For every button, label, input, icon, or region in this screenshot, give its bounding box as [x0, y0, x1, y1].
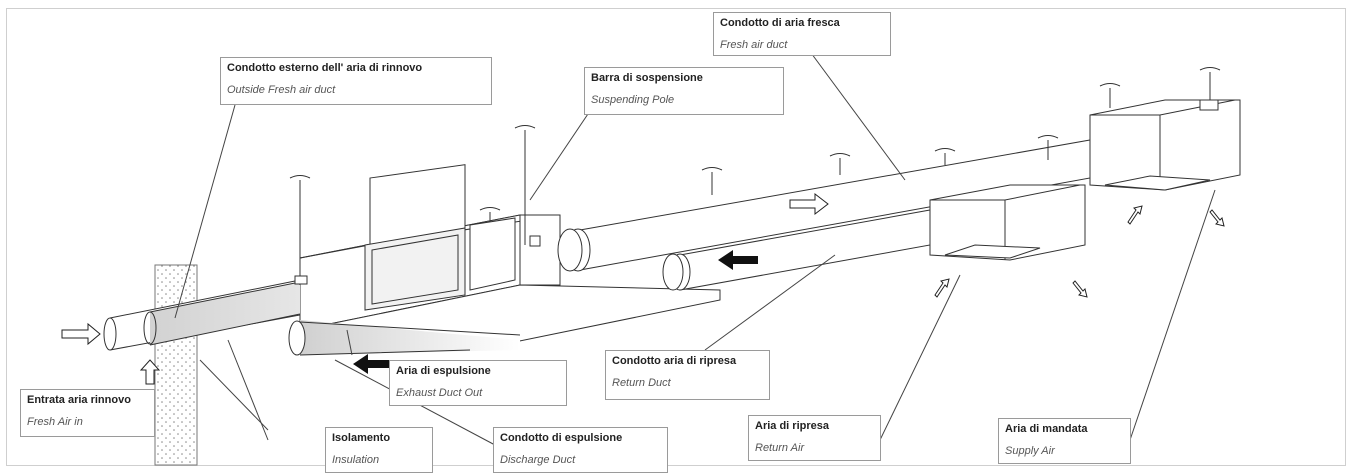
label-it: Entrata aria rinnovo	[27, 394, 131, 406]
label-it: Isolamento	[332, 432, 391, 444]
label-it: Condotto esterno dell' aria di rinnovo	[227, 62, 423, 74]
arrow-return	[718, 250, 758, 270]
discharge-duct	[300, 320, 520, 355]
arrow-fresh-duct	[789, 192, 829, 216]
label-en: Suspending Pole	[591, 94, 675, 106]
arrow-supply-1	[1127, 205, 1143, 225]
airflow-arrows	[61, 192, 1225, 385]
label-en: Outside Fresh air duct	[227, 84, 336, 96]
arrow-fresh-in	[61, 322, 101, 346]
unit-box-side	[519, 214, 561, 286]
label-it: Barra di sospensione	[591, 72, 703, 84]
label-insulation: Isolamento Insulation	[325, 427, 433, 473]
label-exhaust-duct-out: Aria di espulsione Exhaust Duct Out	[389, 360, 567, 406]
wall	[154, 264, 198, 466]
arrow-supply-2	[1209, 209, 1225, 227]
unit-panel-door-inner	[371, 234, 459, 305]
suspension-rods	[289, 67, 1221, 285]
return-grille	[944, 244, 1041, 259]
label-en: Exhaust Duct Out	[396, 387, 483, 399]
label-discharge-duct: Condotto di espulsione Discharge Duct	[493, 427, 668, 473]
label-fresh-air-duct: Condotto di aria fresca Fresh air duct	[713, 12, 891, 56]
arrow-wall-up	[139, 359, 161, 385]
arrow-return-air-2	[1072, 280, 1088, 298]
outside-duct-end	[103, 317, 117, 351]
diagram-frame	[6, 8, 1346, 466]
leader-lines	[174, 37, 1216, 446]
label-en: Supply Air	[1005, 445, 1055, 457]
label-it: Condotto di espulsione	[500, 432, 623, 444]
label-return-air: Aria di ripresa Return Air	[748, 415, 881, 461]
label-it: Condotto aria di ripresa	[612, 355, 737, 367]
label-it: Aria di mandata	[1005, 423, 1088, 435]
label-en: Fresh air duct	[720, 39, 788, 51]
label-outside-fresh-air-duct: Condotto esterno dell' aria di rinnovo O…	[220, 57, 492, 105]
insulation-band	[150, 282, 300, 345]
label-supply-air: Aria di mandata Supply Air	[998, 418, 1131, 464]
arrow-exhaust	[353, 354, 393, 374]
label-en: Insulation	[332, 454, 380, 466]
label-suspending-pole: Barra di sospensione Suspending Pole	[584, 67, 784, 115]
label-return-duct: Condotto aria di ripresa Return Duct	[605, 350, 770, 400]
label-it: Condotto di aria fresca	[720, 17, 840, 29]
supply-box	[1089, 99, 1241, 191]
arrow-return-air-1	[934, 278, 950, 298]
return-box	[929, 184, 1086, 261]
discharge-duct-end	[288, 320, 306, 356]
label-it: Aria di ripresa	[755, 420, 829, 432]
unit-connector	[469, 217, 516, 291]
label-en: Return Air	[755, 442, 805, 454]
supply-grille	[1104, 175, 1211, 191]
label-en: Fresh Air in	[27, 416, 83, 428]
unit-panel-door	[364, 227, 466, 311]
label-en: Return Duct	[612, 377, 671, 389]
label-it: Aria di espulsione	[396, 365, 491, 377]
label-en: Discharge Duct	[500, 454, 576, 466]
label-fresh-air-in: Entrata aria rinnovo Fresh Air in	[20, 389, 155, 437]
